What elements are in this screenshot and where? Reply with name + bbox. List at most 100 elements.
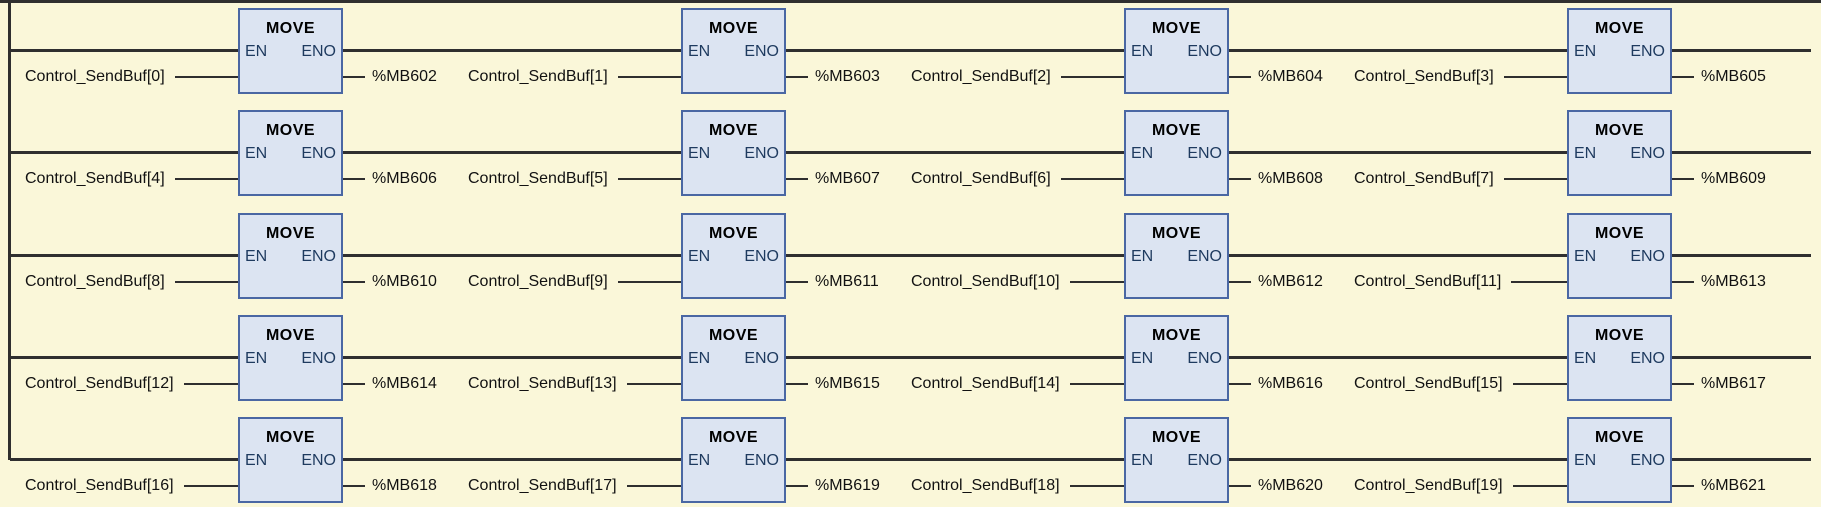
input-operand[interactable]: Control_SendBuf[6] xyxy=(911,170,1051,187)
move-block[interactable]: MOVE EN ENO xyxy=(1567,8,1672,94)
move-block[interactable]: MOVE EN ENO xyxy=(681,8,786,94)
move-block[interactable]: MOVE EN ENO xyxy=(1567,213,1672,299)
output-operand[interactable]: %MB605 xyxy=(1701,68,1766,85)
move-block[interactable]: MOVE EN ENO xyxy=(681,110,786,196)
output-operand[interactable]: %MB610 xyxy=(372,273,437,290)
rung: Control_SendBuf[0] MOVE EN ENO %MB602 Co… xyxy=(10,8,1811,94)
move-block[interactable]: MOVE EN ENO xyxy=(681,417,786,503)
output-operand[interactable]: %MB612 xyxy=(1258,273,1323,290)
input-operand[interactable]: Control_SendBuf[17] xyxy=(468,477,617,494)
output-wire xyxy=(1229,484,1251,488)
eno-pin-label: ENO xyxy=(744,452,779,469)
output-operand[interactable]: %MB621 xyxy=(1701,477,1766,494)
move-block-title: MOVE xyxy=(1151,429,1202,446)
move-block[interactable]: MOVE EN ENO xyxy=(1124,417,1229,503)
input-operand[interactable]: Control_SendBuf[1] xyxy=(468,68,608,85)
output-operand[interactable]: %MB608 xyxy=(1258,170,1323,187)
move-block[interactable]: MOVE EN ENO xyxy=(1124,315,1229,401)
output-operand-group: %MB612 xyxy=(1229,270,1339,294)
output-operand[interactable]: %MB609 xyxy=(1701,170,1766,187)
eno-pin-label: ENO xyxy=(1630,452,1665,469)
output-operand[interactable]: %MB618 xyxy=(372,477,437,494)
input-operand[interactable]: Control_SendBuf[5] xyxy=(468,170,608,187)
input-wire xyxy=(183,382,238,386)
input-operand[interactable]: Control_SendBuf[16] xyxy=(25,477,174,494)
eno-pin-label: ENO xyxy=(1630,43,1665,60)
move-block-title: MOVE xyxy=(708,429,759,446)
input-wire xyxy=(626,382,681,386)
move-block-pins: EN ENO xyxy=(683,40,784,64)
move-block[interactable]: MOVE EN ENO xyxy=(1567,110,1672,196)
input-operand[interactable]: Control_SendBuf[9] xyxy=(468,273,608,290)
move-block[interactable]: MOVE EN ENO xyxy=(238,213,343,299)
move-block[interactable]: MOVE EN ENO xyxy=(238,8,343,94)
input-operand[interactable]: Control_SendBuf[3] xyxy=(1354,68,1494,85)
output-operand[interactable]: %MB606 xyxy=(372,170,437,187)
move-block[interactable]: MOVE EN ENO xyxy=(681,315,786,401)
output-wire xyxy=(786,75,808,79)
input-operand[interactable]: Control_SendBuf[15] xyxy=(1354,375,1503,392)
en-pin-label: EN xyxy=(1574,452,1597,469)
rung-cell: Control_SendBuf[1] MOVE EN ENO %MB603 xyxy=(453,8,896,94)
rung-wire xyxy=(10,151,1811,154)
move-block-title: MOVE xyxy=(265,20,316,37)
input-operand[interactable]: Control_SendBuf[11] xyxy=(1354,273,1502,290)
output-operand[interactable]: %MB616 xyxy=(1258,375,1323,392)
en-pin-label: EN xyxy=(688,43,711,60)
move-block[interactable]: MOVE EN ENO xyxy=(681,213,786,299)
output-wire xyxy=(343,75,365,79)
output-wire xyxy=(786,280,808,284)
move-block[interactable]: MOVE EN ENO xyxy=(238,315,343,401)
move-block-pins: EN ENO xyxy=(240,245,341,269)
output-operand-group: %MB617 xyxy=(1672,372,1782,396)
eno-pin-label: ENO xyxy=(744,248,779,265)
output-operand[interactable]: %MB615 xyxy=(815,375,880,392)
output-operand[interactable]: %MB614 xyxy=(372,375,437,392)
output-wire xyxy=(343,382,365,386)
network-top-wire xyxy=(0,0,1821,3)
en-pin-label: EN xyxy=(1131,248,1154,265)
input-wire xyxy=(1069,280,1124,284)
move-block[interactable]: MOVE EN ENO xyxy=(1124,110,1229,196)
eno-pin-label: ENO xyxy=(301,452,336,469)
input-operand[interactable]: Control_SendBuf[2] xyxy=(911,68,1051,85)
move-block-pins: EN ENO xyxy=(240,40,341,64)
output-operand[interactable]: %MB611 xyxy=(815,273,879,290)
input-operand[interactable]: Control_SendBuf[12] xyxy=(25,375,174,392)
output-operand[interactable]: %MB602 xyxy=(372,68,437,85)
output-operand[interactable]: %MB620 xyxy=(1258,477,1323,494)
output-operand-group: %MB603 xyxy=(786,65,896,89)
eno-pin-label: ENO xyxy=(1630,350,1665,367)
en-pin-label: EN xyxy=(1131,350,1154,367)
output-operand[interactable]: %MB613 xyxy=(1701,273,1766,290)
rung-cell: Control_SendBuf[14] MOVE EN ENO %MB616 xyxy=(896,315,1339,401)
input-operand[interactable]: Control_SendBuf[8] xyxy=(25,273,165,290)
output-operand-group: %MB608 xyxy=(1229,167,1339,191)
output-operand[interactable]: %MB617 xyxy=(1701,375,1766,392)
input-operand[interactable]: Control_SendBuf[18] xyxy=(911,477,1060,494)
output-operand[interactable]: %MB603 xyxy=(815,68,880,85)
move-block-pins: EN ENO xyxy=(240,142,341,166)
input-operand[interactable]: Control_SendBuf[13] xyxy=(468,375,617,392)
input-operand[interactable]: Control_SendBuf[10] xyxy=(911,273,1060,290)
move-block-title: MOVE xyxy=(1594,20,1645,37)
input-operand[interactable]: Control_SendBuf[4] xyxy=(25,170,165,187)
output-operand[interactable]: %MB604 xyxy=(1258,68,1323,85)
input-operand[interactable]: Control_SendBuf[14] xyxy=(911,375,1060,392)
input-wire xyxy=(1511,280,1567,284)
output-operand[interactable]: %MB619 xyxy=(815,477,880,494)
eno-pin-label: ENO xyxy=(301,43,336,60)
input-operand[interactable]: Control_SendBuf[7] xyxy=(1354,170,1494,187)
input-operand[interactable]: Control_SendBuf[0] xyxy=(25,68,165,85)
move-block[interactable]: MOVE EN ENO xyxy=(1567,315,1672,401)
input-operand[interactable]: Control_SendBuf[19] xyxy=(1354,477,1503,494)
move-block[interactable]: MOVE EN ENO xyxy=(238,417,343,503)
move-block[interactable]: MOVE EN ENO xyxy=(1124,8,1229,94)
move-block[interactable]: MOVE EN ENO xyxy=(238,110,343,196)
input-operand-group: Control_SendBuf[1] xyxy=(468,65,681,89)
move-block[interactable]: MOVE EN ENO xyxy=(1567,417,1672,503)
move-block-title: MOVE xyxy=(1151,20,1202,37)
power-rail xyxy=(8,0,11,460)
output-operand[interactable]: %MB607 xyxy=(815,170,880,187)
move-block[interactable]: MOVE EN ENO xyxy=(1124,213,1229,299)
